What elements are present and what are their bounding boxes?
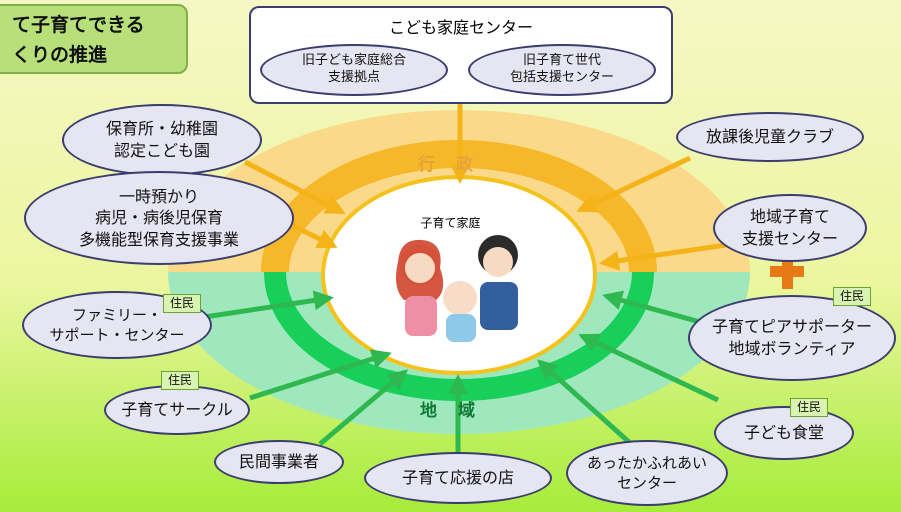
node-kosodate-ouen-line-1: 子育て応援の店 <box>401 468 514 488</box>
kodomo-katei-center-title: こども家庭センター <box>388 18 533 37</box>
gyosei-label: 行 政 <box>418 155 475 175</box>
node-houkago: 放課後児童クラブ <box>676 112 864 162</box>
node-hoikusho: 保育所・幼稚園 認定こども園 <box>62 104 262 176</box>
sub-node-kyu-hokatsu: 旧子育て世代 包括支援センター <box>468 44 656 96</box>
title-line-1: て子育てできる <box>12 14 145 36</box>
node-minkan-line-1: 民間事業者 <box>238 452 319 472</box>
arrow-attaka <box>537 359 642 454</box>
arrow-peer <box>602 290 701 325</box>
node-ichiji-line-1: 一時預かり <box>118 186 199 206</box>
node-hoikusho-line-1: 保育所・幼稚園 <box>105 119 218 139</box>
node-family-support-line-2: サポート・センター <box>49 326 185 344</box>
node-chiiki-kosodate-line-2: 支援センター <box>741 229 838 248</box>
resident-tag-peer: 住民 <box>833 287 872 306</box>
node-ichiji-line-2: 病児・病後児保育 <box>94 208 223 228</box>
sub-node-kyu-sogo-line-1: 旧子ども家庭総合 <box>301 53 406 69</box>
center-label: 子育て家庭 <box>420 216 481 230</box>
node-kosodate-ouen: 子育て応援の店 <box>364 452 552 504</box>
node-attaka: あったかふれあい センター <box>566 440 728 506</box>
node-attaka-line-1: あったかふれあい <box>586 453 707 472</box>
family-illustration <box>396 235 518 342</box>
sub-node-kyu-hokatsu-line-1: 旧子育て世代 <box>522 53 601 69</box>
title-box: て子育てできる くりの推進 <box>0 4 188 74</box>
resident-tag-shokudo: 住民 <box>790 398 829 417</box>
resident-tag-circle: 住民 <box>161 371 200 390</box>
node-minkan: 民間事業者 <box>214 440 344 484</box>
node-ichiji-line-3: 多機能型保育支援事業 <box>78 229 239 249</box>
node-family-support-line-1: ファミリー・ <box>71 305 162 324</box>
node-kosodate-circle: 子育てサークル <box>104 385 250 435</box>
arrow-family <box>197 290 334 321</box>
node-houkago-line-1: 放課後児童クラブ <box>705 127 834 147</box>
node-chiiki-kosodate: 地域子育て 支援センター <box>713 194 867 262</box>
sub-node-kyu-sogo: 旧子ども家庭総合 支援拠点 <box>260 44 448 96</box>
title-line-2: くりの推進 <box>12 44 108 66</box>
kodomo-katei-center-box: こども家庭センター 旧子ども家庭総合 支援拠点 旧子育て世代 包括支援センター <box>249 6 673 104</box>
chiiki-label: 地 域 <box>420 401 477 421</box>
node-chiiki-kosodate-line-1: 地域子育て <box>749 207 830 227</box>
arrow-shokudo <box>578 333 720 403</box>
node-peer-supporter-line-2: 地域ボランティア <box>728 339 856 358</box>
arrow-chiiki-kosodate <box>599 242 727 271</box>
resident-tag-family: 住民 <box>163 294 202 313</box>
arrow-circle <box>249 349 392 401</box>
plus-icon <box>770 254 804 289</box>
sub-node-kyu-hokatsu-line-2: 包括支援センター <box>509 70 614 85</box>
arrow-minkan <box>318 369 409 446</box>
arrow-hoikusho <box>243 159 346 215</box>
node-kodomo-shokudo: 子ども食堂 <box>714 406 854 460</box>
node-hoikusho-line-2: 認定こども園 <box>113 141 210 160</box>
node-kosodate-circle-line-1: 子育てサークル <box>121 400 233 420</box>
arrow-houkago <box>576 155 692 213</box>
node-peer-supporter: 子育てピアサポーター 地域ボランティア <box>688 295 896 381</box>
sub-node-kyu-sogo-line-2: 支援拠点 <box>327 70 380 85</box>
node-attaka-line-2: センター <box>616 474 677 492</box>
node-ichiji: 一時預かり 病児・病後児保育 多機能型保育支援事業 <box>24 171 294 265</box>
node-peer-supporter-line-1: 子育てピアサポーター <box>711 317 872 337</box>
arrow-ichiji <box>283 219 338 249</box>
node-kodomo-shokudo-line-1: 子ども食堂 <box>743 423 824 443</box>
center-circle <box>321 175 597 375</box>
